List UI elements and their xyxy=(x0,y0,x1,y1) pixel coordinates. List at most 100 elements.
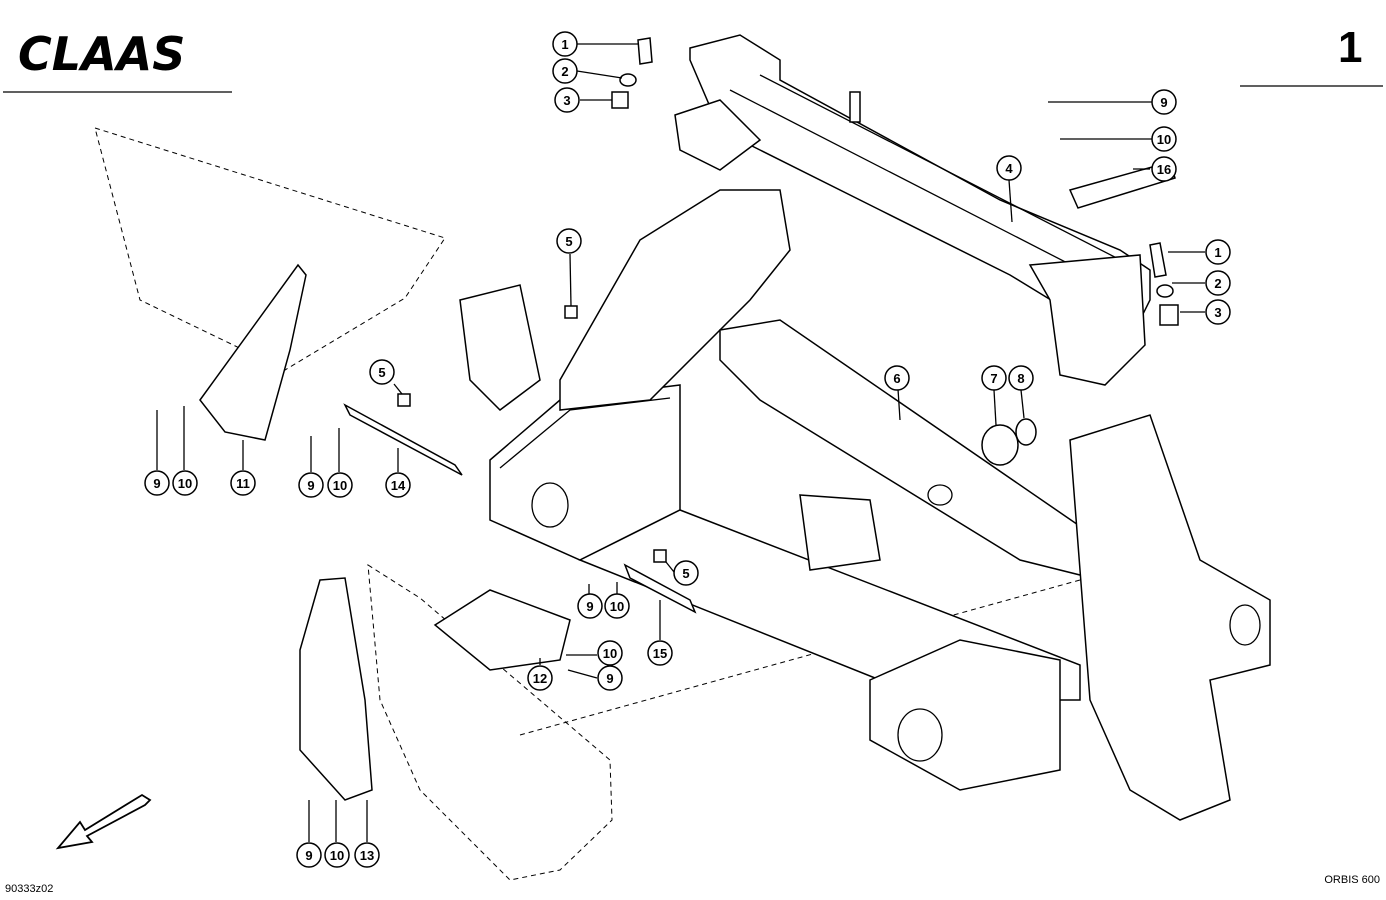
svg-text:5: 5 xyxy=(378,365,385,380)
callout-1-top: 1 xyxy=(552,31,578,57)
callout-13: 13 xyxy=(354,842,380,868)
cover-plate-12 xyxy=(433,589,571,671)
callout-9-mid-left: 9 xyxy=(298,472,324,498)
callout-8: 8 xyxy=(1008,365,1034,391)
washer-2-right xyxy=(1156,284,1174,298)
left-diagonal-arm xyxy=(559,189,791,411)
svg-text:1: 1 xyxy=(1214,245,1221,260)
svg-text:3: 3 xyxy=(1214,305,1221,320)
top-beam-pin xyxy=(849,91,861,123)
svg-text:10: 10 xyxy=(333,478,347,493)
center-diagonal-beam xyxy=(719,319,1101,581)
spacer-5-left xyxy=(397,393,411,407)
rear-box-hole xyxy=(897,708,943,762)
cover-plate-11 xyxy=(199,263,307,441)
svg-text:4: 4 xyxy=(1005,161,1013,176)
spacer-5-upper xyxy=(564,305,578,319)
svg-text:10: 10 xyxy=(603,646,617,661)
callout-5-upper: 5 xyxy=(556,228,582,254)
svg-text:14: 14 xyxy=(391,478,406,493)
callout-16: 16 xyxy=(1151,156,1177,182)
callout-12: 12 xyxy=(527,665,553,691)
right-column-hole xyxy=(1229,604,1261,646)
center-mount-plate xyxy=(799,494,881,571)
svg-text:10: 10 xyxy=(1157,132,1171,147)
callout-10-bottom: 10 xyxy=(324,842,350,868)
callout-14: 14 xyxy=(385,472,411,498)
callout-11: 11 xyxy=(230,470,256,496)
callout-10-left: 10 xyxy=(172,470,198,496)
svg-text:11: 11 xyxy=(236,476,250,491)
dashed-guide-line xyxy=(519,579,1081,736)
svg-text:9: 9 xyxy=(1160,95,1167,110)
callout-5-lower: 5 xyxy=(673,560,699,586)
brand-logo: CLAAS xyxy=(18,27,185,81)
dashed-panel-upper-left xyxy=(94,127,446,371)
strip-15 xyxy=(623,563,697,614)
svg-text:10: 10 xyxy=(330,848,344,863)
svg-text:9: 9 xyxy=(307,478,314,493)
bushing-3-right xyxy=(1159,304,1179,326)
svg-text:9: 9 xyxy=(606,671,613,686)
callout-6: 6 xyxy=(884,365,910,391)
rear-box-section xyxy=(869,639,1061,791)
svg-text:7: 7 xyxy=(990,371,997,386)
svg-text:10: 10 xyxy=(610,599,624,614)
callout-10-lower: 10 xyxy=(597,640,623,666)
top-beam-end-bracket xyxy=(1028,254,1146,386)
callout-3-top: 3 xyxy=(554,87,580,113)
callout-10-center: 10 xyxy=(604,593,630,619)
svg-text:3: 3 xyxy=(563,93,570,108)
svg-text:9: 9 xyxy=(153,476,160,491)
center-beam-hole xyxy=(927,484,953,506)
main-frame xyxy=(459,189,1271,821)
svg-text:9: 9 xyxy=(305,848,312,863)
callout-9-center: 9 xyxy=(577,593,603,619)
callout-10-mid-left: 10 xyxy=(327,472,353,498)
svg-text:16: 16 xyxy=(1157,162,1171,177)
top-beam-left-bracket xyxy=(674,99,762,171)
svg-text:9: 9 xyxy=(586,599,593,614)
svg-text:12: 12 xyxy=(533,671,547,686)
callout-9-lower: 9 xyxy=(597,665,623,691)
loose-parts xyxy=(199,37,1179,801)
svg-text:13: 13 xyxy=(360,848,374,863)
top-cross-beam xyxy=(674,34,1151,386)
bearing-7 xyxy=(981,424,1019,466)
washer-2-top xyxy=(619,73,637,87)
right-upright-column xyxy=(1069,414,1271,821)
callout-9-bottom: 9 xyxy=(296,842,322,868)
callout-1-right: 1 xyxy=(1205,239,1231,265)
strip-14 xyxy=(343,403,463,476)
svg-text:5: 5 xyxy=(565,234,572,249)
svg-text:1: 1 xyxy=(561,37,568,52)
left-mount-plate xyxy=(459,284,541,411)
callout-3-right: 3 xyxy=(1205,299,1231,325)
ring-8 xyxy=(1015,418,1037,446)
svg-text:15: 15 xyxy=(653,646,667,661)
callout-5-left: 5 xyxy=(369,359,395,385)
callout-2-top: 2 xyxy=(552,58,578,84)
bolt-1-right xyxy=(1149,242,1167,278)
bushing-3-top xyxy=(611,91,629,109)
side-guard-13 xyxy=(299,577,373,801)
direction-arrow-icon xyxy=(55,793,152,850)
svg-text:5: 5 xyxy=(682,566,689,581)
svg-text:2: 2 xyxy=(561,64,568,79)
front-box-hole xyxy=(531,482,569,528)
model-label: ORBIS 600 xyxy=(1324,874,1380,886)
callout-7: 7 xyxy=(981,365,1007,391)
leader-lines xyxy=(156,43,1205,842)
svg-text:10: 10 xyxy=(178,476,192,491)
spacer-5-lower xyxy=(653,549,667,563)
svg-text:2: 2 xyxy=(1214,276,1221,291)
drawing-code: 90333z02 xyxy=(5,883,53,895)
callout-9-top-right: 9 xyxy=(1151,89,1177,115)
svg-text:8: 8 xyxy=(1017,371,1024,386)
svg-text:6: 6 xyxy=(893,371,900,386)
callout-15: 15 xyxy=(647,640,673,666)
callout-9-left: 9 xyxy=(144,470,170,496)
callout-10-top-right: 10 xyxy=(1151,126,1177,152)
